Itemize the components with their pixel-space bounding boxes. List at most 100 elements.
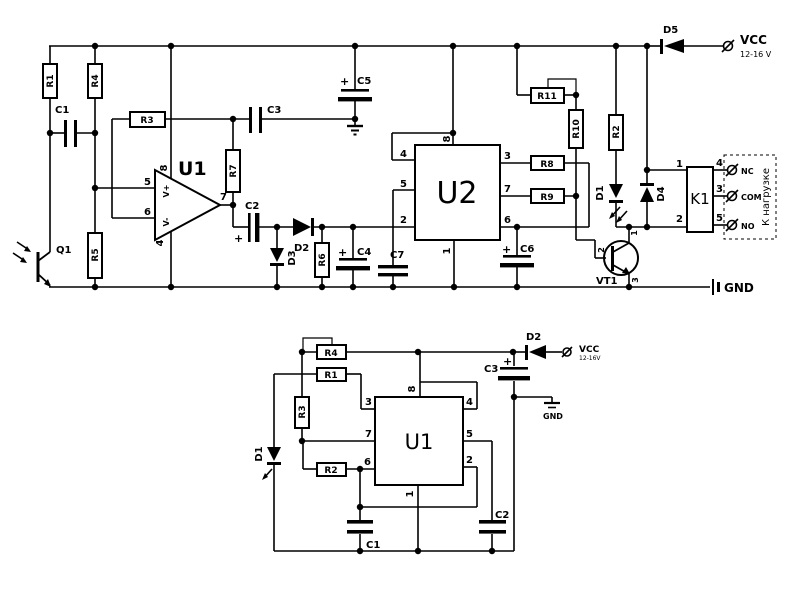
resistor-R4-bottom: R4 [316,344,347,360]
resistor-label: R5 [91,248,101,261]
pin-label-3: 3 [504,151,511,162]
gnd-label: GND [724,281,754,295]
resistor-label: R11 [537,92,556,102]
diode-D3: D3 [270,248,298,266]
top-circuit-wires [49,45,727,288]
capacitor-label: C5 [357,76,371,87]
capacitor-C7: C7 [378,250,408,277]
capacitor-C2-bottom: C2 [479,510,509,534]
capacitor-C1-bottom: C1 [347,520,380,551]
terminal-com: COM [725,189,762,203]
resistor-label: R4 [91,74,101,87]
diode-label: D4 [656,186,667,201]
pin-label-base: 2 [597,247,606,253]
opamp-U1: U1 V+ V- 5 6 7 8 4 [144,158,227,246]
pin-label-2: 2 [676,214,683,225]
gnd-symbol-top: GND [712,279,754,295]
pin-label-7: 7 [365,429,372,440]
terminal-nc: NC [725,163,754,177]
capacitor-C5: + C5 [338,75,372,102]
pin-label-4: 4 [466,397,473,408]
pin-label-1: 1 [405,490,416,497]
pin-label-6: 6 [364,457,371,468]
pin-label-7: 7 [220,192,227,203]
pin-label-5: 5 [400,179,407,190]
resistor-R10: R10 [568,109,584,149]
capacitor-label: C4 [357,247,371,258]
resistor-R5: R5 [87,232,103,279]
polarity-plus: + [234,232,243,245]
capacitor-label: C7 [390,250,404,261]
pin-label-1: 1 [442,247,453,254]
opamp-vminus: V- [162,218,171,227]
diode-label: D3 [287,250,298,265]
led-label: D1 [595,185,606,200]
pin-label-4: 4 [716,158,723,169]
ic-label: U1 [178,158,207,180]
pin-label-8: 8 [159,164,170,171]
pin-label-6: 6 [504,215,511,226]
terminal-label-com: COM [741,193,762,202]
pin-label-5: 5 [466,429,473,440]
resistor-label: R2 [324,466,337,476]
pin-label-6: 6 [144,207,151,218]
resistor-R4: R4 [87,63,103,99]
vcc-terminal-top: VCC 12-16 V [721,33,772,59]
terminal-label-nc: NC [741,167,754,176]
pin-label-4: 4 [400,149,407,160]
pin-label-emitter: 3 [631,277,640,283]
capacitor-C3: C3 [249,105,281,133]
pin-label-2: 2 [400,215,407,226]
resistor-label: R3 [298,405,308,418]
capacitor-C6: + C6 [500,243,534,268]
polarity-plus: + [502,243,511,256]
load-label: К нагрузке [761,168,772,226]
capacitor-label: C2 [495,510,509,521]
resistor-label: R1 [324,371,337,381]
pin-label-7: 7 [504,184,511,195]
resistor-label: R3 [140,116,153,126]
resistor-R11: R11 [530,87,565,104]
resistor-R6: R6 [314,242,330,278]
capacitor-C4: + C4 [336,246,371,271]
junction-dots-top [46,42,651,291]
pin-label-3: 3 [365,397,372,408]
pin-label-5: 5 [144,177,151,188]
transistor-VT1: 1 2 3 VT1 [596,230,640,287]
resistor-R3-bottom: R3 [294,396,310,429]
ground-symbol-c5 [347,124,363,136]
resistor-R7: R7 [225,149,241,193]
diode-label: D2 [526,332,541,343]
resistor-R1-bottom: R1 [316,367,347,382]
transistor-label: Q1 [56,245,72,256]
ic-U2: U2 4 5 2 3 7 6 8 1 [400,135,511,254]
ic-U1-bottom: U1 3 7 6 4 5 2 8 1 [364,385,473,497]
polarity-plus: + [338,246,347,259]
opamp-vplus: V+ [162,185,171,198]
junction-dots-bottom [298,348,518,555]
resistor-label: R9 [540,193,553,203]
resistor-label: R8 [540,160,553,170]
resistor-R1: R1 [42,63,58,99]
led-label: D1 [254,446,265,461]
diode-label: D2 [294,243,309,254]
capacitor-label: C6 [520,244,534,255]
capacitor-label: C2 [245,201,259,212]
diode-label: D5 [663,25,678,36]
resistor-label: R7 [229,164,239,177]
capacitor-label: C3 [267,105,281,116]
led-D1-bottom: D1 [254,446,281,480]
terminal-label-no: NO [741,222,755,231]
load-terminals: NC COM NO К нагрузке [723,154,777,240]
vcc-label: VCC [740,33,767,47]
pin-label-8: 8 [407,385,418,392]
vcc-range: 12-16 V [740,50,772,59]
phototransistor-Q1: Q1 [12,241,72,287]
led-D1: D1 [595,184,628,223]
diode-D5: D5 [660,25,684,54]
relay-K1: K1 1 2 4 3 5 [676,158,723,233]
vcc-range: 12-16V [579,355,601,362]
pin-label-8: 8 [442,135,453,142]
resistor-label: R2 [612,125,622,138]
